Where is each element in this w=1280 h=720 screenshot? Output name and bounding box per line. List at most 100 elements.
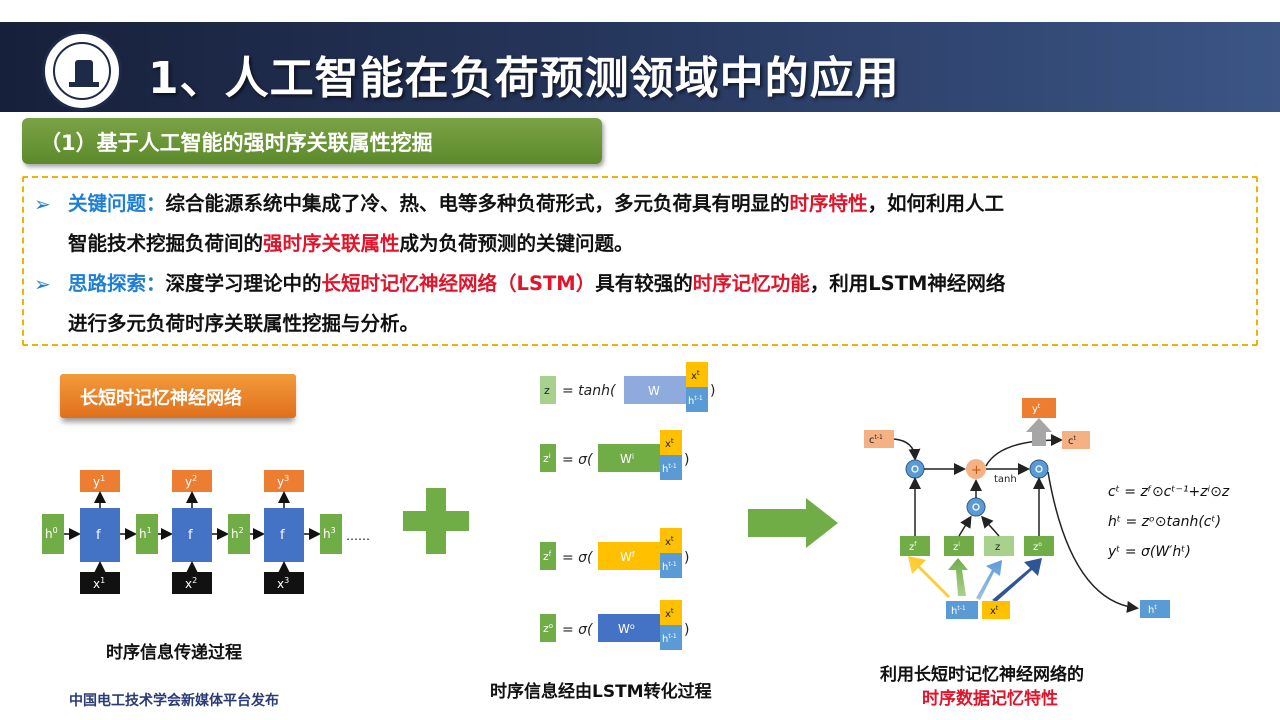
hidden-state-h2 <box>228 514 250 554</box>
idea-line1: 思路探索：深度学习理论中的长短时记忆神经网络（LSTM）具有较强的时序记忆功能，… <box>68 272 1005 295</box>
text-span: 深度学习理论中的 <box>165 272 322 295</box>
arrow-z <box>981 515 1000 537</box>
x1-label: x1 <box>93 576 105 591</box>
gate-zf <box>900 536 930 556</box>
text-span: 综合能源系统中集成了冷、热、电等多种负荷形式，多元负荷具有明显的 <box>165 192 790 215</box>
z-gate-label: z <box>995 542 1000 553</box>
hidden-state-h1 <box>136 514 158 554</box>
h0-label: h0 <box>45 526 58 541</box>
close-paren: ) <box>684 622 689 638</box>
text-span: 进行多元负荷时序关联属性挖掘与分析。 <box>68 312 420 335</box>
zi-box <box>540 444 556 472</box>
page-title: 1、人工智能在负荷预测领域中的应用 <box>148 53 900 104</box>
y2-label: y2 <box>185 474 197 489</box>
key-problem-line1: 关键问题：综合能源系统中集成了冷、热、电等多种负荷形式，多元负荷具有明显的时序特… <box>68 192 1004 215</box>
input-xt-label: xt <box>990 605 999 617</box>
Wf-label: Wf <box>620 550 635 564</box>
output-up-arrow <box>1026 418 1052 446</box>
Wo-label: Wo <box>618 622 635 636</box>
ht-1-box <box>660 625 682 650</box>
input-ht-1 <box>946 601 978 619</box>
equation-yt: yᵗ = σ(W′hᵗ) <box>1107 544 1191 560</box>
input-ht-1-label: ht-1 <box>951 605 966 617</box>
h-t-box <box>1140 600 1170 618</box>
weight-Wi <box>598 444 660 472</box>
x2-label: x2 <box>185 576 197 591</box>
plus-icon-small: + <box>971 463 982 478</box>
close-paren: ) <box>684 550 689 566</box>
text-span: ，如何利用人工 <box>867 192 1005 215</box>
lstm-tag <box>60 374 296 418</box>
continuation-dots: …… <box>346 529 370 543</box>
input-arrow-green <box>948 558 968 596</box>
h2-label: h2 <box>231 526 244 541</box>
gate-zo <box>1024 536 1054 556</box>
logo-ring <box>53 42 111 100</box>
z-label: z <box>544 384 550 397</box>
logo-base <box>69 82 99 87</box>
idea-line2: 进行多元负荷时序关联属性挖掘与分析。 <box>68 312 419 335</box>
ht-1-label: ht-1 <box>662 633 677 645</box>
y-t-box <box>1022 398 1056 418</box>
university-logo <box>42 31 122 111</box>
lstm-gate-equations: z = tanh( W xt ht-1 ) zi = σ( Wi xt ht-1… <box>540 362 715 650</box>
sigma-func: = σ( <box>562 622 593 638</box>
input-arrow-yellow <box>908 556 950 598</box>
caption-right-line2: 时序数据记忆特性 <box>922 689 1058 709</box>
arrow-zi <box>958 515 972 537</box>
zi-gate-label: zi <box>953 541 960 553</box>
zo-box <box>540 614 556 642</box>
xt-box <box>660 528 682 553</box>
logo-emblem <box>75 60 93 82</box>
input-x3 <box>264 572 304 594</box>
Wi-label: Wi <box>620 452 634 466</box>
title-bar <box>0 22 1280 112</box>
y3-label: y3 <box>277 474 289 489</box>
odot-icon <box>972 503 980 511</box>
gate-z <box>984 536 1014 556</box>
tanh-func: = tanh( <box>562 383 616 399</box>
bullet-arrow-icon: ➢ <box>34 192 51 216</box>
text-span: 智能技术挖掘负荷间的 <box>68 232 264 255</box>
odot-icon <box>1035 465 1043 473</box>
f3-label: f <box>280 528 285 543</box>
x3-label: x3 <box>277 576 289 591</box>
ht-1-label: ht-1 <box>662 561 677 573</box>
c-t-label: ct <box>1068 435 1077 447</box>
arrow-ht <box>1047 471 1139 613</box>
output-y3 <box>264 470 304 492</box>
f2-label: f <box>188 528 193 543</box>
plus-icon <box>403 488 469 554</box>
multiply-node-input <box>966 497 986 517</box>
output-y2 <box>172 470 212 492</box>
weight-Wo <box>598 614 660 642</box>
publisher-note: 中国电工技术学会新媒体平台发布 <box>69 693 279 709</box>
h3-label: h3 <box>323 526 336 541</box>
xt-label: xt <box>691 369 700 382</box>
multiply-node-forget <box>905 459 925 479</box>
add-node <box>966 459 986 479</box>
xt-box <box>660 430 682 455</box>
highlight-text: 时序记忆功能 <box>692 272 810 295</box>
hidden-state-h0 <box>42 514 64 554</box>
caption-left: 时序信息传递过程 <box>106 643 242 663</box>
c-prev-box <box>864 430 894 448</box>
xt-label: xt <box>665 535 674 548</box>
lstm-tag-label: 长短时记忆神经网络 <box>80 388 242 409</box>
hidden-state-h3 <box>320 514 342 554</box>
zf-label: zf <box>543 550 552 563</box>
weight-W <box>624 376 686 404</box>
text-span: 具有较强的 <box>595 272 693 295</box>
zf-box <box>540 542 556 570</box>
xt-label: xt <box>665 437 674 450</box>
highlight-text: 时序特性 <box>789 192 868 215</box>
W-label: W <box>648 384 660 398</box>
caption-right-line1: 利用长短时记忆神经网络的 <box>880 665 1084 685</box>
multiply-node-output <box>1029 459 1049 479</box>
sigma-func: = σ( <box>562 452 593 468</box>
xt-label: xt <box>665 607 674 620</box>
h1-label: h1 <box>139 526 152 541</box>
zo-gate-label: zo <box>1033 541 1042 553</box>
key-problem-line2: 智能技术挖掘负荷间的强时序关联属性成为负荷预测的关键问题。 <box>68 232 634 255</box>
tanh-label: tanh <box>994 474 1017 485</box>
